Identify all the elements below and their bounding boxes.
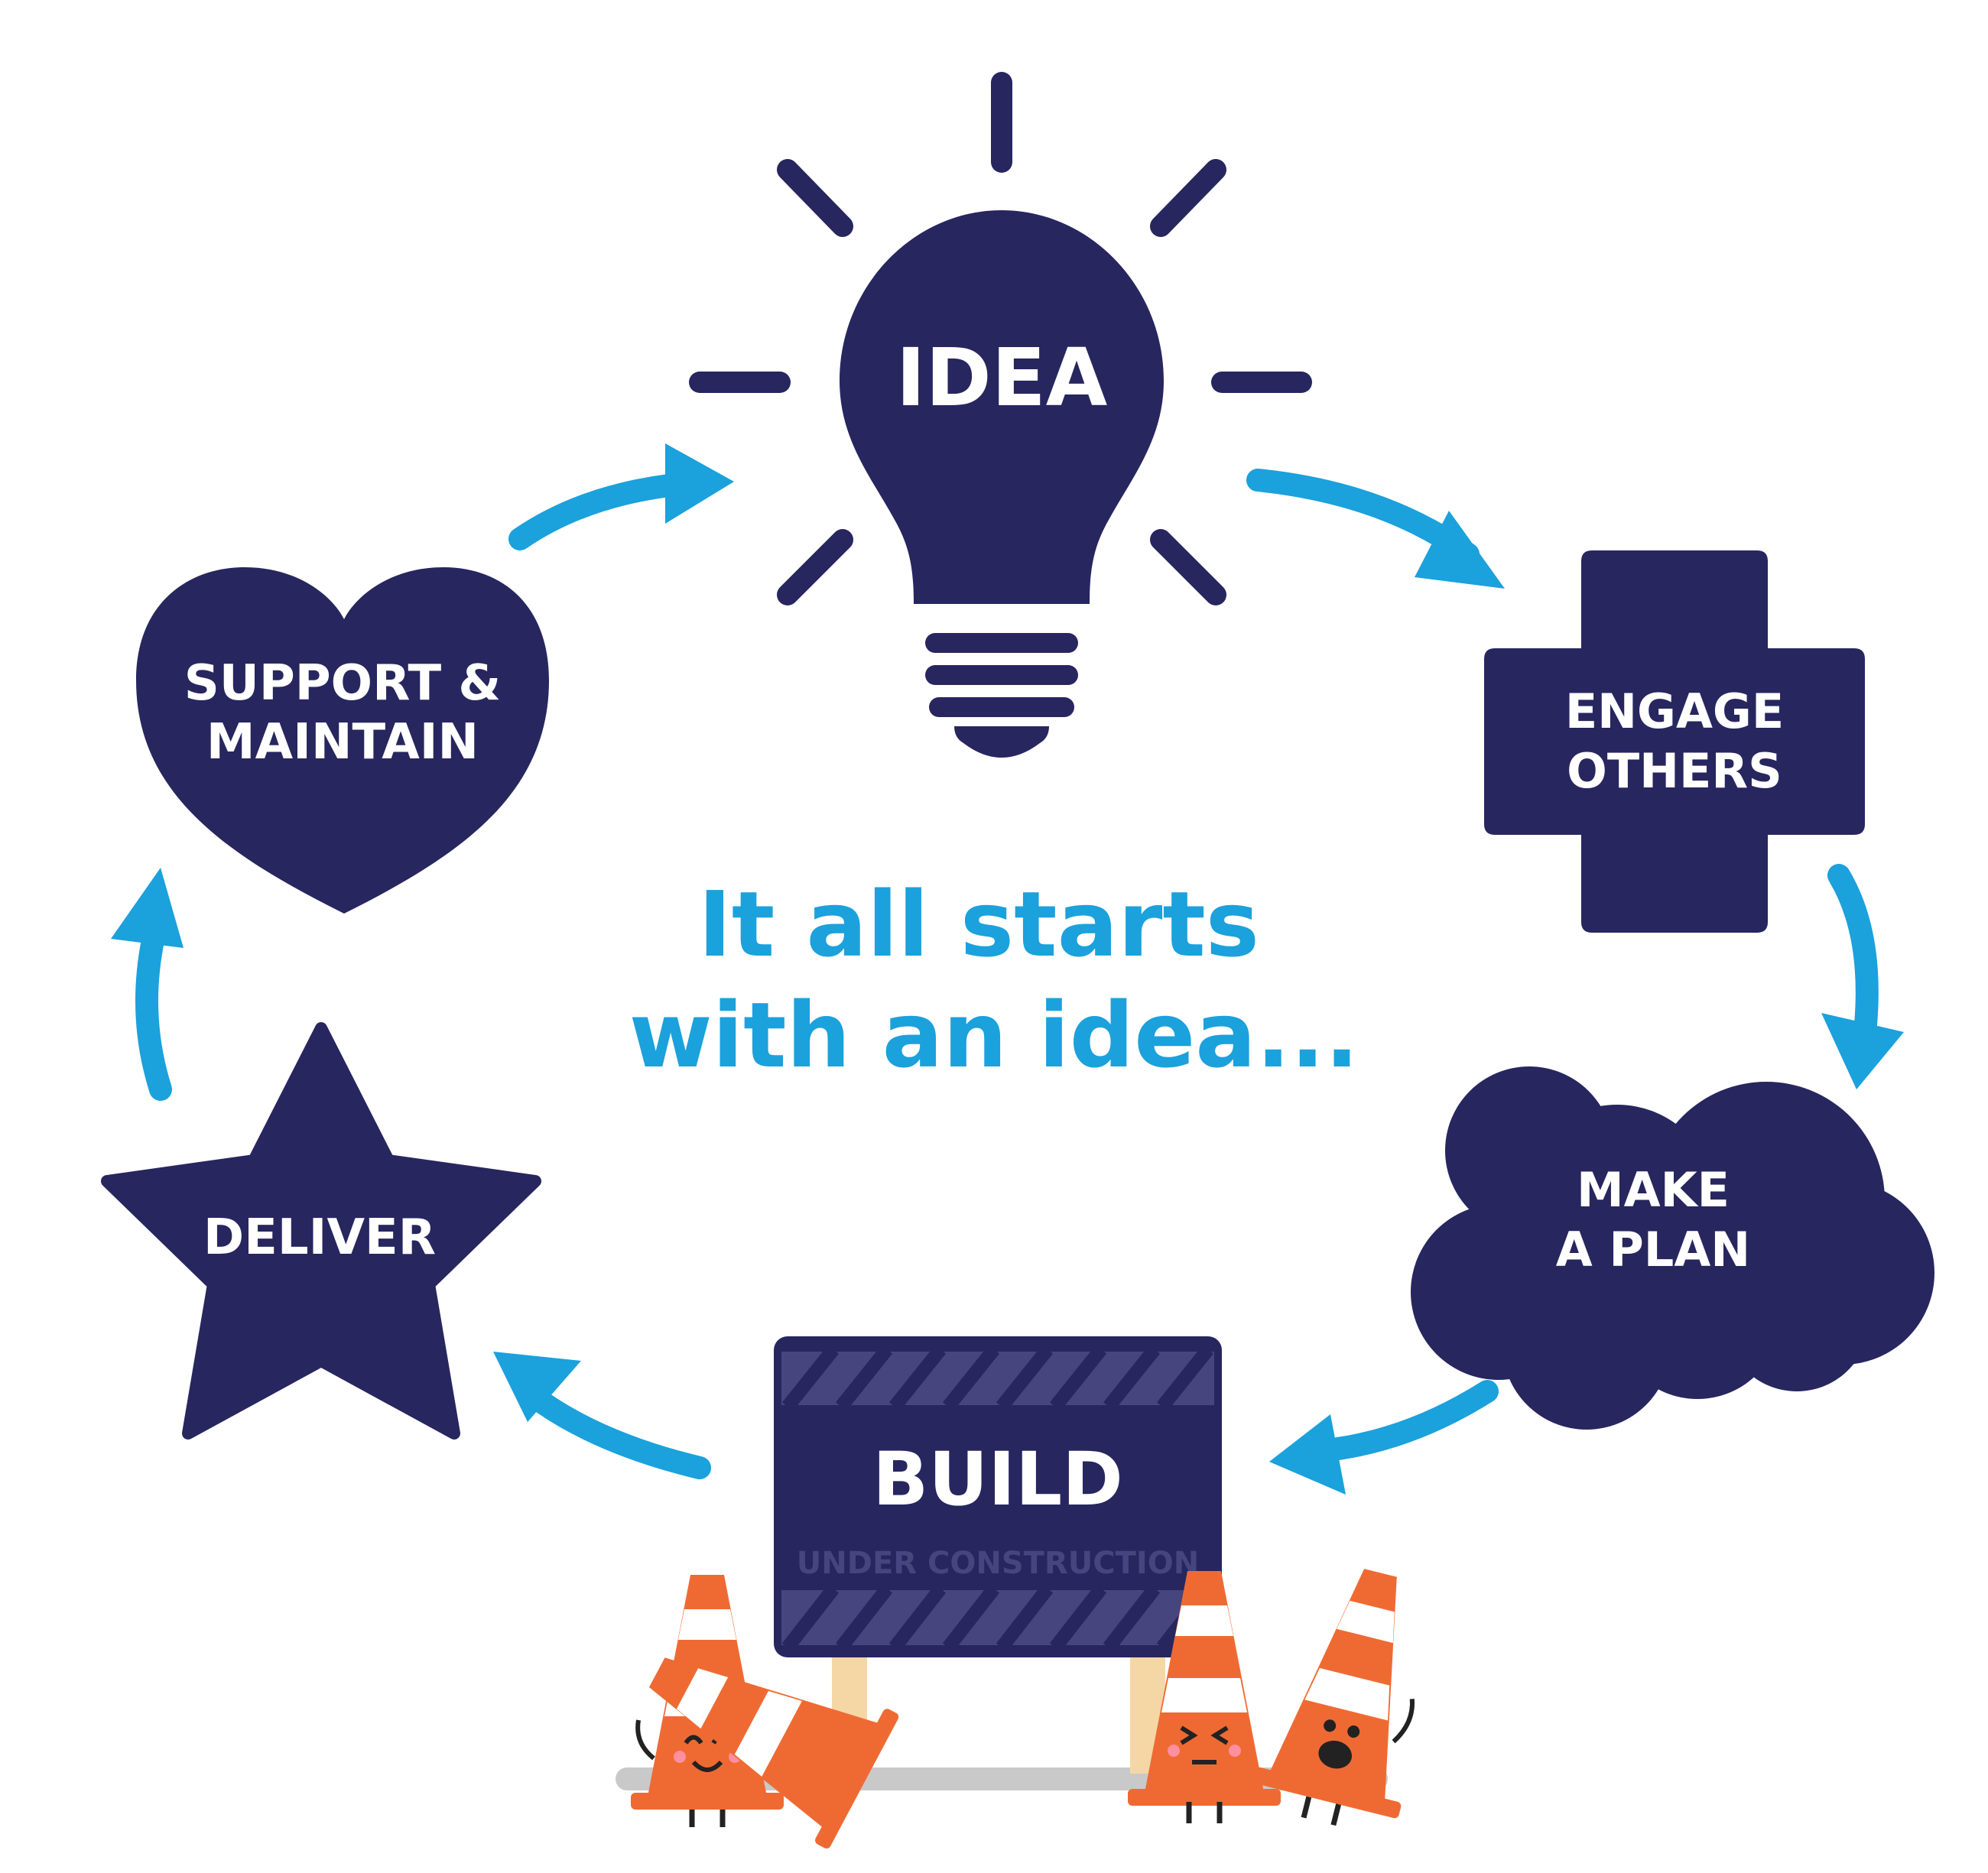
lightbulb-icon [840,210,1164,604]
support-node: SUPPORT & MAINTAIN [136,567,549,914]
bulb-rays [689,72,1312,605]
cloud-icon [1411,1066,1934,1430]
arrow-idea-to-engage [1246,469,1505,589]
construction-sign-icon [774,1336,1222,1657]
engage-label-line1: ENGAGE [1565,683,1784,739]
build-node: BUILD UNDER CONSTRUCTION [616,1336,1455,1851]
idea-label: IDEA [896,331,1108,424]
tagline-line1: It all starts [698,872,1259,977]
plan-label-line1: MAKE [1577,1162,1730,1218]
engage-label-line2: OTHERS [1567,743,1782,799]
star-icon [101,1022,541,1440]
deliver-label: DELIVER [203,1209,436,1266]
arrow-deliver-to-support [111,868,184,1101]
sign-posts [832,1651,1165,1774]
tagline-line2: with an idea... [629,982,1359,1088]
under-construction-text: UNDER CONSTRUCTION [797,1546,1199,1581]
cone-squinting-icon [1128,1571,1281,1823]
cycle-arrows [111,443,1904,1495]
arrow-plan-to-build [1269,1380,1499,1495]
arrow-support-to-idea [508,443,734,550]
build-label: BUILD [872,1436,1123,1522]
engage-node: ENGAGE OTHERS [1484,550,1865,933]
plan-node: MAKE A PLAN [1411,1066,1934,1430]
bulb-base [925,633,1078,758]
cone-scared-icon [1249,1554,1455,1826]
plan-label-line2: A PLAN [1556,1222,1750,1277]
heart-icon [136,567,549,914]
deliver-node: DELIVER [101,1022,541,1440]
cross-icon [1484,550,1865,933]
traffic-cones [621,1554,1455,1851]
arrow-engage-to-plan [1821,864,1904,1089]
support-label-line1: SUPPORT & [184,655,501,712]
arrow-build-to-deliver [493,1352,711,1479]
tagline: It all starts with an idea... [629,872,1359,1088]
support-label-line2: MAINTAIN [206,714,479,771]
idea-node: IDEA [689,72,1312,758]
